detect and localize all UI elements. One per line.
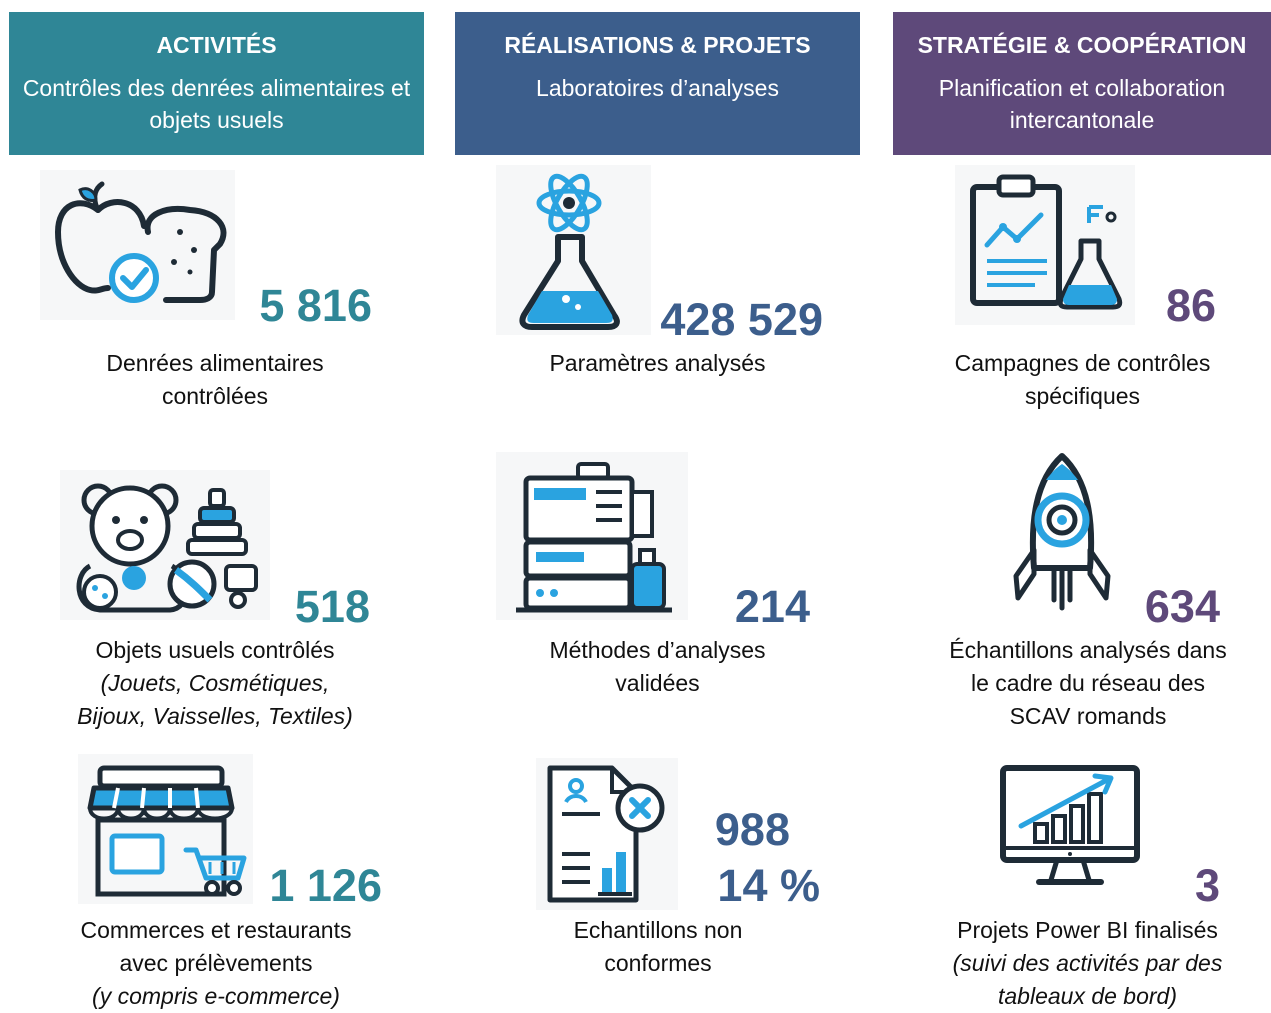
stat-label-note: (Jouets, Cosmétiques, Bijoux, Vaisselles… <box>77 670 353 729</box>
stat-value-percent: 14 % <box>717 860 820 911</box>
clipboard-chart-flask-icon <box>955 165 1135 325</box>
stat-value: 86 <box>1165 280 1216 331</box>
stat-value: 214 <box>734 581 810 632</box>
header-subtitle: Laboratoires d’analyses <box>536 75 779 101</box>
header-title: RÉALISATIONS & PROJETS <box>504 32 811 58</box>
stat-label-note: (y compris e-commerce) <box>92 983 340 1009</box>
stat-label: Commerces et restaurants avec prélèvemen… <box>66 914 366 1013</box>
header-subtitle: Planification et collaboration intercant… <box>938 75 1226 133</box>
stat-value: 988 <box>714 804 790 855</box>
report-reject-icon <box>536 758 678 910</box>
stat-value: 634 <box>1144 581 1220 632</box>
stat-value: 428 529 <box>660 294 823 345</box>
toys-icon <box>60 470 270 620</box>
stat-label: Objets usuels contrôlés (Jouets, Cosméti… <box>45 634 385 733</box>
stat-label: Méthodes d’analyses validées <box>549 637 766 696</box>
stat-label: Échantillons analysés dans le cadre du r… <box>949 637 1227 729</box>
rocket-icon <box>1000 450 1125 615</box>
stat-label-note: (suivi des activités par des tableaux de… <box>952 950 1223 1009</box>
apple-bread-check-icon <box>40 170 235 320</box>
header-realisations: RÉALISATIONS & PROJETS Laboratoires d’an… <box>455 12 860 155</box>
header-strategie: STRATÉGIE & COOPÉRATION Planification et… <box>893 12 1271 155</box>
shop-cart-icon <box>78 754 253 904</box>
stat-value: 518 <box>294 581 370 632</box>
lab-instrument-icon <box>496 452 688 620</box>
stat-label: Campagnes de contrôles spécifiques <box>954 350 1211 409</box>
header-title: STRATÉGIE & COOPÉRATION <box>917 32 1247 58</box>
header-title: ACTIVITÉS <box>156 32 277 58</box>
stat-value: 1 126 <box>269 860 382 911</box>
stat-label: Paramètres analysés <box>549 350 766 376</box>
monitor-growth-chart-icon <box>995 762 1145 892</box>
stat-label-text: Commerces et restaurants avec prélèvemen… <box>80 917 352 976</box>
stat-label: Echantillons non conformes <box>573 917 743 976</box>
flask-atom-icon <box>496 165 651 335</box>
header-subtitle: Contrôles des denrées alimentaires et ob… <box>22 75 411 133</box>
stat-label-text: Objets usuels contrôlés <box>95 637 335 663</box>
header-activites: ACTIVITÉS Contrôles des denrées alimenta… <box>9 12 424 155</box>
stat-label-text: Projets Power BI finalisés <box>957 917 1218 943</box>
stat-label: Denrées alimentaires contrôlées <box>106 350 324 409</box>
stat-value: 3 <box>1194 860 1220 911</box>
stat-value: 5 816 <box>259 280 372 331</box>
stat-label: Projets Power BI finalisés (suivi des ac… <box>935 914 1240 1013</box>
